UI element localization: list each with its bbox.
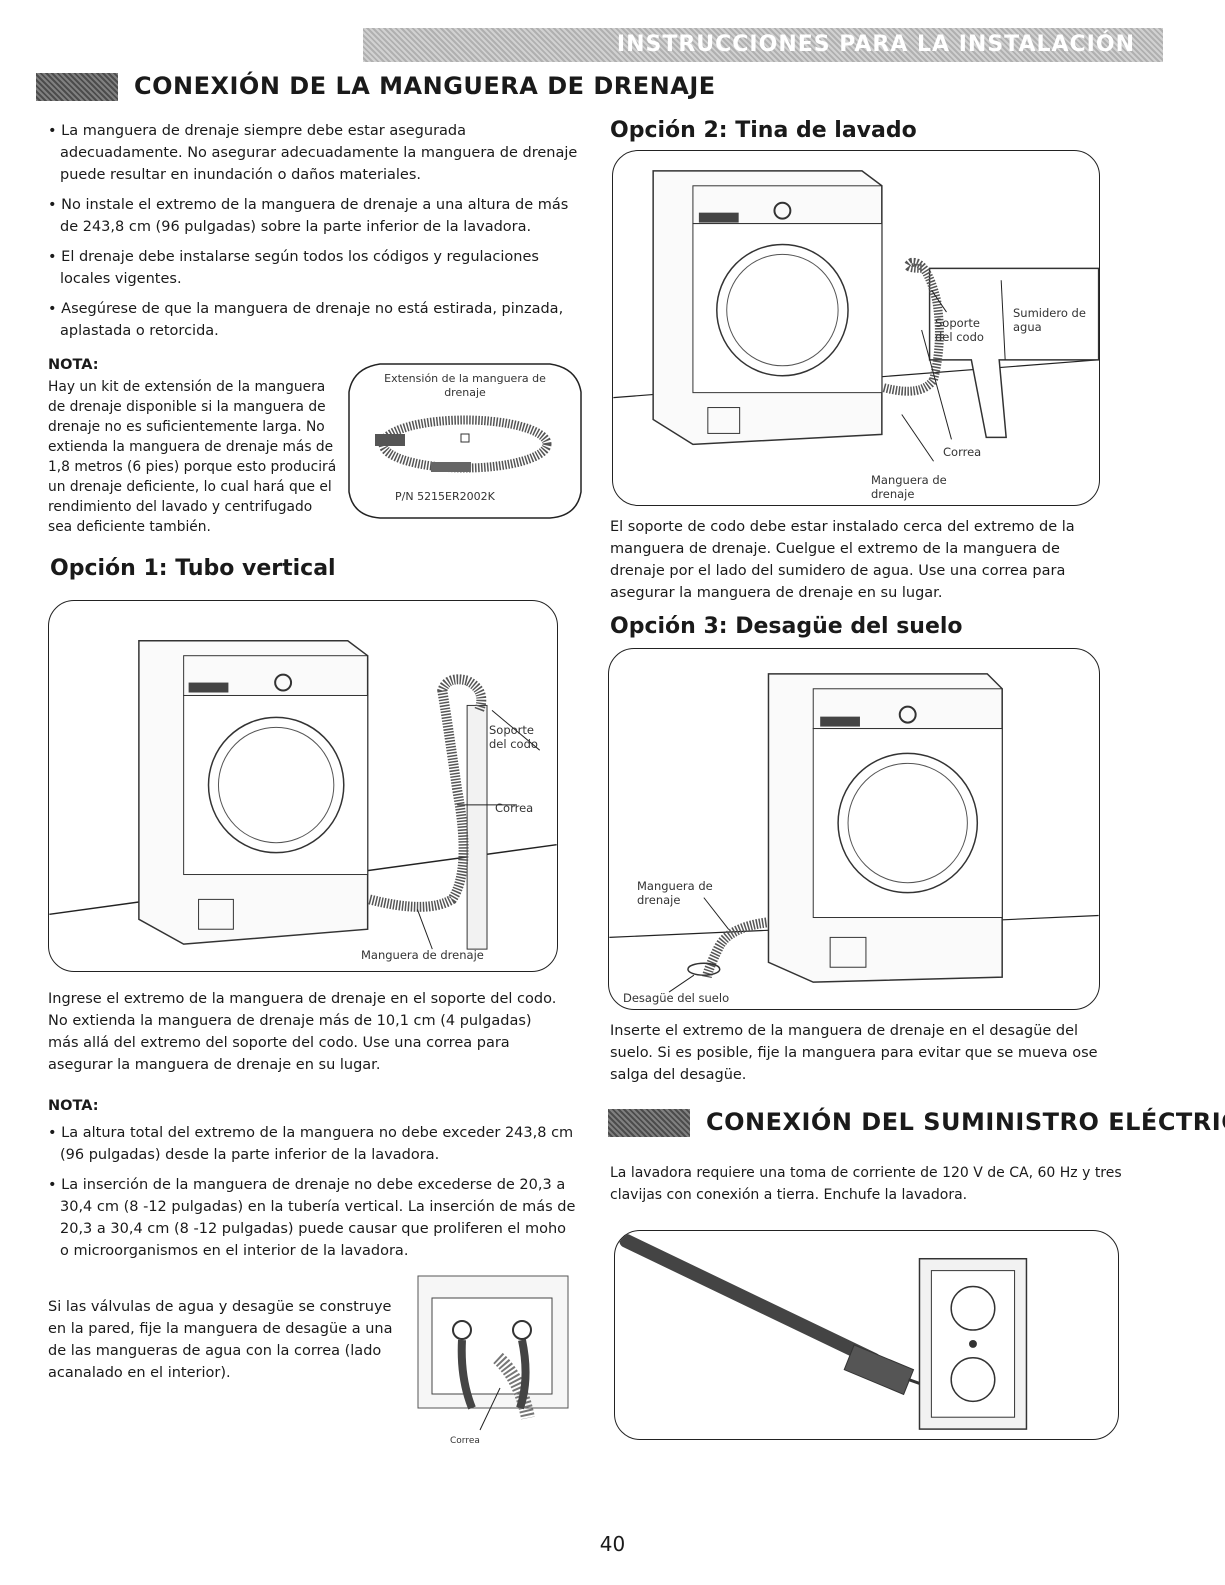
kit-title: Extensión de la manguera de drenaje: [384, 372, 546, 399]
bullet-item: • La altura total del extremo de la mang…: [48, 1125, 574, 1163]
electrical-figure: [614, 1230, 1119, 1440]
option2-title: Opción 2: Tina de lavado: [610, 118, 917, 143]
option2-figure: Soporte del codo Sumidero de agua Correa…: [612, 150, 1100, 506]
option3-title: Opción 3: Desagüe del suelo: [610, 614, 963, 639]
option1-text: Ingrese el extremo de la manguera de dre…: [48, 991, 557, 1073]
wall-valve-illustration: [417, 1275, 569, 1431]
section-electrical-header: CONEXIÓN DEL SUMINISTRO ELÉCTRICO: [608, 1108, 1225, 1137]
wall-valve-text: Si las válvulas de agua y desagüe se con…: [48, 1299, 393, 1381]
option2-strap-label: Correa: [943, 445, 982, 459]
section-marker-icon: [36, 73, 118, 101]
option3-drain-label: Desagüe del suelo: [623, 991, 730, 1005]
option1-strap-label: Correa: [495, 801, 534, 815]
page-banner: INSTRUCCIONES PARA LA INSTALACIÓN: [363, 28, 1163, 62]
bullet-item: • El drenaje debe instalarse según todos…: [48, 249, 539, 287]
page-number: 40: [599, 1532, 626, 1556]
wall-valve-figure: Correa: [410, 1268, 570, 1450]
extension-kit-illustration: [348, 363, 582, 519]
option3-hose-label: Manguera de drenaje: [637, 879, 713, 907]
standpipe-illustration: [49, 640, 557, 950]
option1-nota-bullets: • La altura total del extremo de la mang…: [48, 1122, 578, 1270]
floor-drain-illustration: [609, 673, 1099, 993]
bullet-item: • No instale el extremo de la manguera d…: [48, 197, 569, 235]
option1-figure: Soporte del codo Correa Manguera de dren…: [48, 600, 558, 972]
drain-hose-bullets: • La manguera de drenaje siempre debe es…: [48, 120, 578, 350]
section-drain-hose-title: CONEXIÓN DE LA MANGUERA DE DRENAJE: [134, 72, 716, 100]
bullet-item: • La manguera de drenaje siempre debe es…: [48, 123, 578, 183]
wall-valve-strap-label: Correa: [450, 1436, 480, 1446]
kit-part-number: P/N 5215ER2002K: [395, 490, 495, 503]
outlet-plug-illustration: [619, 1233, 1028, 1430]
bullet-item: • Asegúrese de que la manguera de drenaj…: [48, 301, 564, 339]
option1-hose-label: Manguera de drenaje: [361, 948, 484, 962]
nota-label: NOTA:: [48, 357, 99, 373]
option2-hose-label: Manguera de drenaje: [871, 473, 947, 501]
section-marker-icon: [608, 1109, 690, 1137]
option2-text: El soporte de codo debe estar instalado …: [610, 519, 1075, 601]
laundry-tub-illustration: [613, 170, 1099, 462]
option1-title: Opción 1: Tubo vertical: [50, 556, 336, 581]
option1-nota-label: NOTA:: [48, 1098, 99, 1114]
electrical-text: La lavadora requiere una toma de corrien…: [610, 1165, 1122, 1203]
option3-text: Inserte el extremo de la manguera de dre…: [610, 1023, 1098, 1083]
option2-sink-label: Sumidero de agua: [1013, 306, 1086, 334]
option3-figure: Manguera de drenaje Desagüe del suelo: [608, 648, 1100, 1010]
option1-support-label: Soporte del codo: [489, 723, 538, 751]
bullet-item: • La inserción de la manguera de drenaje…: [48, 1177, 576, 1259]
section-drain-hose-header: CONEXIÓN DE LA MANGUERA DE DRENAJE: [36, 72, 716, 101]
option2-support-label: Soporte del codo: [935, 316, 984, 344]
section-electrical-title: CONEXIÓN DEL SUMINISTRO ELÉCTRICO: [706, 1108, 1225, 1136]
nota-text: Hay un kit de extensión de la manguera d…: [48, 379, 337, 535]
extension-kit-figure: Extensión de la manguera de drenaje P/N …: [345, 362, 585, 520]
